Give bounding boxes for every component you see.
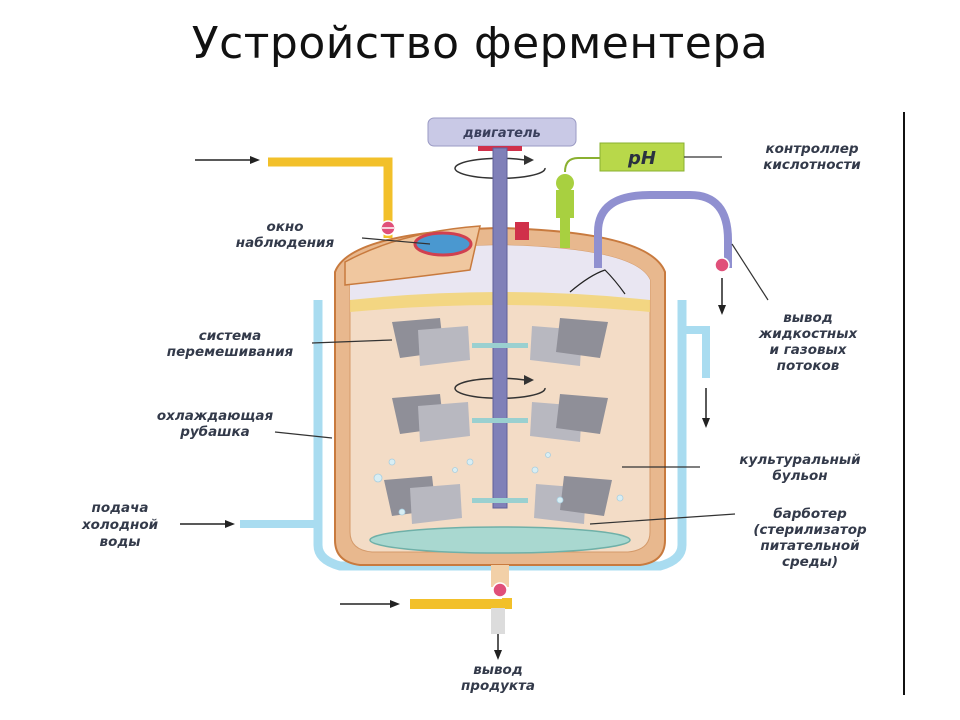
- impeller-upper: [392, 318, 608, 366]
- ph-controller-label-2: кислотности: [763, 157, 861, 173]
- ph-label: pH: [627, 148, 656, 169]
- water-arrowhead: [225, 520, 235, 528]
- outlet-label-3: и газовых: [770, 342, 848, 358]
- rotation-arrow-top: [454, 157, 546, 180]
- ph-probe-tip: [560, 218, 570, 248]
- impeller-middle: [392, 394, 608, 442]
- water-label-2: холодной: [81, 517, 159, 533]
- product-arrowhead: [494, 650, 502, 660]
- water-label-1: подача: [92, 500, 149, 516]
- jacket-label-1: охлаждающая: [157, 408, 274, 424]
- outlet-arrowhead: [718, 305, 726, 315]
- ph-probe-body: [556, 190, 574, 218]
- gas-flow-hint: [569, 269, 626, 295]
- broth-label-2: бульон: [772, 468, 827, 484]
- outlet-label-4: потоков: [777, 358, 840, 374]
- mixing-label-2: перемешивания: [167, 344, 294, 360]
- jacket-label-2: рубашка: [179, 424, 250, 440]
- water-label-3: воды: [100, 534, 141, 550]
- outlet-valve: [714, 257, 730, 273]
- mixing-label-1: система: [199, 328, 262, 344]
- agitator-shaft: [492, 147, 508, 509]
- sparger-label-4: среды): [782, 554, 838, 570]
- jacket-leader: [274, 431, 333, 439]
- sparger-label-2: (стерилизатор: [753, 522, 867, 538]
- broth-label-1: культуральный: [739, 452, 861, 468]
- impeller-lower: [384, 476, 612, 524]
- sparger-plate: [369, 526, 631, 554]
- mixing-leader: [311, 339, 393, 344]
- sparger-label-3: питательной: [760, 538, 860, 554]
- product-feed-arrowhead: [390, 600, 400, 608]
- sparger-leader: [589, 513, 736, 525]
- motor-label: двигатель: [462, 126, 541, 141]
- product-outlet-pipe: [491, 608, 505, 634]
- product-outlet-neck: [491, 565, 509, 587]
- sparger-label-1: барботер: [773, 506, 847, 522]
- ph-controller-label-1: контроллер: [765, 141, 858, 157]
- rotation-arrowhead-mid: [524, 375, 534, 385]
- window-label-2: наблюдения: [236, 235, 335, 251]
- observation-window: [413, 231, 473, 257]
- jacket-outlet-pipe: [682, 326, 710, 378]
- page-title: Устройство ферментера: [191, 18, 769, 69]
- rotation-arrow-mid: [454, 377, 546, 400]
- jacket-out-arrowhead: [702, 418, 710, 428]
- window-leader: [361, 237, 431, 245]
- window-label-1: окно: [266, 219, 303, 235]
- outlet-leader: [731, 243, 769, 301]
- ph-probe-head: [556, 174, 574, 192]
- product-label-1: вывод: [473, 662, 522, 678]
- feed-arrowhead: [250, 156, 260, 164]
- rotation-arrowhead-top: [524, 155, 534, 165]
- gas-outlet-pipe: [594, 191, 732, 268]
- product-valve: [492, 582, 508, 598]
- shaft-seal: [515, 222, 529, 240]
- air-bubbles: [373, 452, 624, 516]
- ph-cable: [564, 157, 600, 173]
- product-label-2: продукта: [461, 678, 535, 694]
- feed-inlet-pipe: [268, 157, 393, 238]
- product-feed-pipe: [410, 598, 512, 609]
- outlet-label-1: вывод: [783, 310, 832, 326]
- outlet-label-2: жидкостных: [758, 326, 859, 342]
